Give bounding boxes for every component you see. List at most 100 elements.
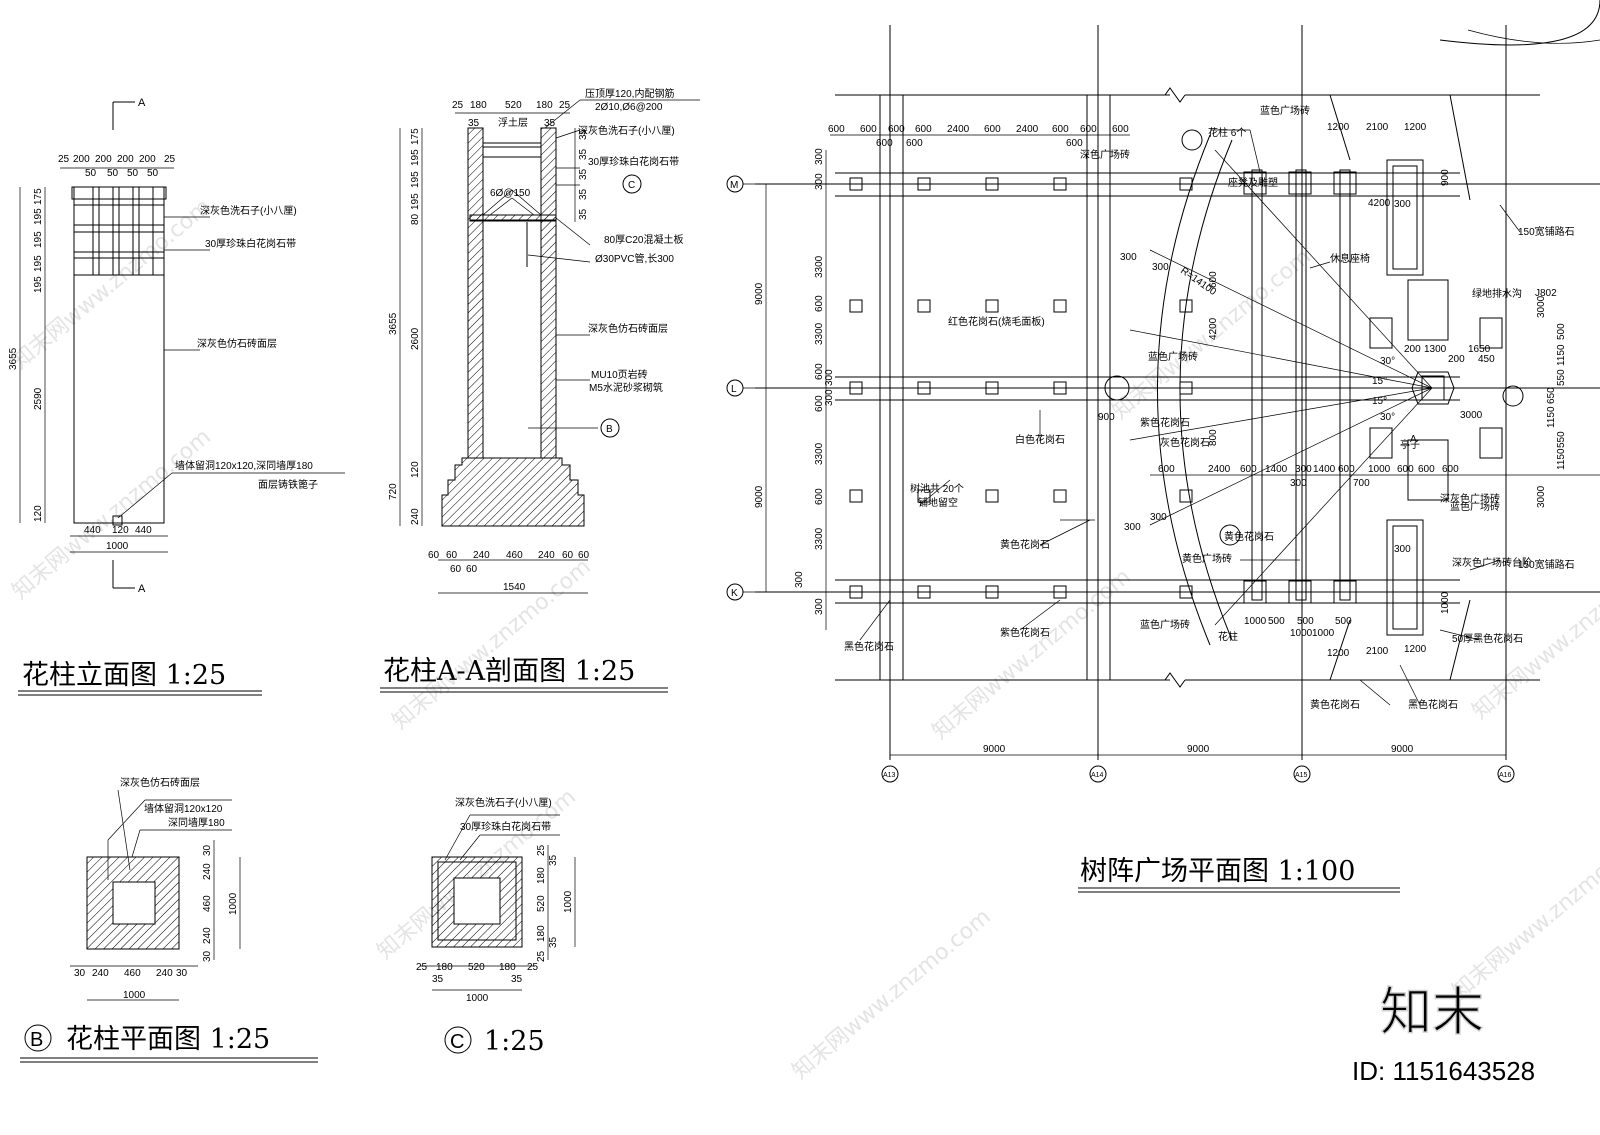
dim: 600	[1418, 464, 1435, 475]
dim: 1000	[1244, 616, 1267, 627]
dim: 1000	[1368, 464, 1391, 475]
dim: 180	[536, 100, 553, 111]
dim: 175	[33, 188, 44, 205]
dim: 3300	[814, 322, 825, 345]
dim: 550	[1556, 369, 1567, 386]
dim: 35	[468, 118, 480, 129]
dim: 180	[470, 100, 487, 111]
dim: 9000	[754, 282, 765, 305]
dim: 600	[1080, 124, 1097, 135]
dim: 35	[544, 118, 556, 129]
dim: 240	[156, 968, 173, 979]
note: Ø30PVC管,长300	[595, 252, 674, 265]
dim: 600	[860, 124, 877, 135]
dim: 35	[578, 128, 589, 140]
dim: 195	[410, 171, 421, 188]
note: 2Ø10,Ø6@200	[595, 102, 663, 113]
dim: 180	[499, 962, 516, 973]
dim: 200	[1404, 344, 1421, 355]
dim: 9000	[1187, 744, 1210, 755]
section-view: 25 180 520 180 25 35 35 浮土层 175 195 195 …	[380, 87, 700, 693]
annotation: 黄色花岗石	[1224, 530, 1274, 543]
dim: 300	[814, 598, 825, 615]
dim: 600	[1208, 271, 1219, 288]
dim: 600	[906, 138, 923, 149]
dim: 300	[1152, 262, 1169, 273]
watermark-text: 知末网www.znzmo.com	[1448, 824, 1600, 1004]
dim: 35	[511, 974, 523, 985]
dim: 120	[410, 461, 421, 478]
note: 墙体留洞120x120	[144, 802, 223, 815]
dim: 35	[578, 188, 589, 200]
watermark-text: 知末网www.znzmo.com	[388, 554, 596, 734]
dim: 600	[984, 124, 1001, 135]
dim: 1150	[1546, 406, 1557, 428]
dim: 25	[416, 962, 428, 973]
dim: 300	[1120, 252, 1137, 263]
dim: 2400	[1016, 124, 1039, 135]
dim: 300	[1124, 522, 1141, 533]
dim: 25	[58, 154, 70, 165]
dim: 600	[1397, 464, 1414, 475]
title-plaza-plan: 树阵广场平面图 1:100	[1080, 856, 1355, 887]
dim: 600	[915, 124, 932, 135]
dim: 2400	[947, 124, 970, 135]
elevation-view: A A 25 200 200 200 200 2	[8, 97, 345, 696]
plaza-plan-view: M L K A13 A14 A15 A16 9000 9000 9000 900…	[726, 0, 1600, 893]
dim: 195	[410, 193, 421, 210]
dim: 1150	[1556, 344, 1567, 366]
dim: 1200	[1404, 644, 1427, 655]
dim: 2400	[1208, 464, 1231, 475]
note: 30厚珍珠白花岗石带	[588, 155, 679, 168]
dim: 240	[410, 508, 421, 525]
dim: 600	[1240, 464, 1257, 475]
annotation: 蓝色广场砖	[1140, 618, 1190, 631]
watermark-text: 知末网www.znzmo.com	[928, 564, 1136, 744]
dim: 500	[1556, 323, 1567, 340]
dim: 600	[828, 124, 845, 135]
dim: 1000	[106, 541, 129, 552]
note: MU10页岩砖	[591, 368, 648, 381]
dim: 300	[794, 571, 805, 588]
dim: 2100	[1366, 122, 1389, 133]
dim: 500	[1268, 616, 1285, 627]
annotation: 深灰色广场砖	[1440, 492, 1500, 505]
dim: 1000	[123, 990, 146, 1001]
dim: 1400	[1313, 464, 1336, 475]
dim: 9000	[754, 485, 765, 508]
watermark-id: ID: 1151643528	[1352, 1056, 1535, 1086]
annotation: 黄色花岗石	[1310, 698, 1360, 711]
dim: 300	[1394, 544, 1411, 555]
watermark-layer: 知末网www.znzmo.com 知末网www.znzmo.com 知末网www…	[8, 194, 1600, 1084]
dim: 600	[876, 138, 893, 149]
grid-col-label: A13	[883, 772, 896, 779]
dim: 2600	[410, 327, 421, 350]
marker-b: B	[606, 424, 613, 435]
column-plan-view: 深灰色仿石砖面层 墙体留洞120x120 深同墙厚180 30 240 460 …	[20, 776, 318, 1063]
dim: 240	[538, 550, 555, 561]
dim: 300	[1295, 464, 1312, 475]
dim: 200	[95, 154, 112, 165]
grid-col-label: A16	[1499, 772, 1512, 779]
title-elevation: 花柱立面图 1:25	[22, 660, 226, 691]
dim: 600	[814, 363, 825, 380]
dim: 50	[147, 168, 159, 179]
dim: 600	[1066, 138, 1083, 149]
dim: 600	[1158, 464, 1175, 475]
dim: 1200	[1404, 122, 1427, 133]
dim: 180	[536, 867, 547, 884]
annotation: 黑色花岗石	[844, 640, 894, 653]
dim: 3300	[814, 255, 825, 278]
dim: 50	[85, 168, 97, 179]
dim: 25	[164, 154, 176, 165]
dim: 3000	[1460, 410, 1483, 421]
annotation: J802	[1535, 288, 1557, 299]
dim: 30	[202, 950, 213, 962]
dim: 180	[536, 925, 547, 942]
dim: 700	[1353, 478, 1370, 489]
dim: 35	[548, 854, 559, 866]
dim: 4200	[1368, 198, 1391, 209]
dim: 25	[559, 100, 571, 111]
annotation: 150宽铺路石	[1518, 558, 1575, 571]
dim: 240	[202, 863, 213, 880]
